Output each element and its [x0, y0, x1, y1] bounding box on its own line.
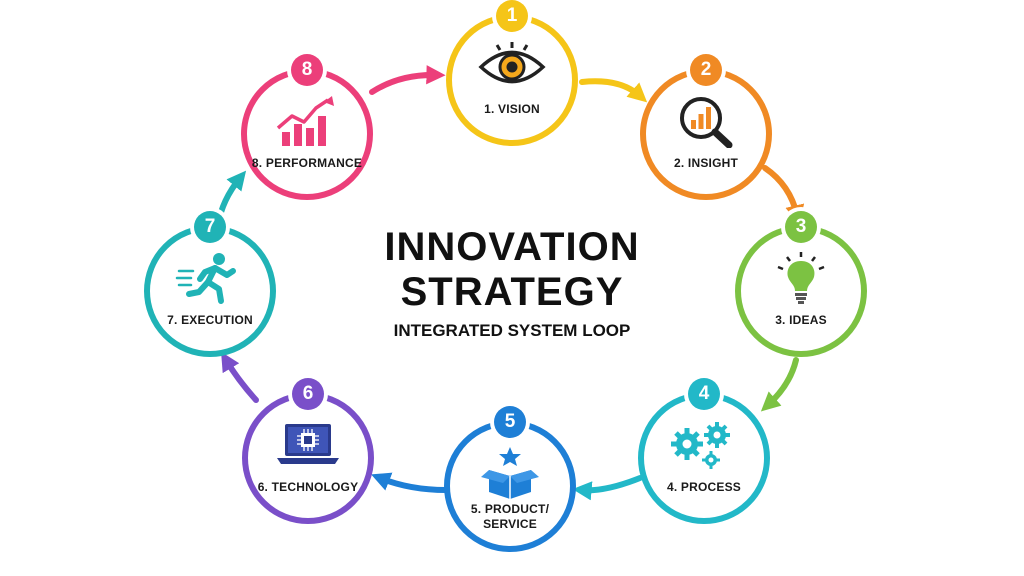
step-node-ideas: 3 3. IDEAS: [735, 211, 867, 357]
connector-arrow: [760, 357, 799, 412]
step-label: 3. IDEAS: [775, 313, 827, 327]
step-node-product-service: 5 5. PRODUCT/ SERVICE: [444, 406, 576, 552]
laptop-chip-icon: [273, 418, 343, 472]
growth-chart-icon: [272, 94, 342, 148]
step-label: 5. PRODUCT/ SERVICE: [470, 502, 550, 531]
runner-icon: [175, 251, 245, 305]
step-label: 2. INSIGHT: [673, 156, 738, 170]
step-badge: 4: [688, 378, 720, 410]
step-badge: 1: [496, 0, 528, 32]
box-star-icon: [475, 446, 545, 500]
step-label: 4. PROCESS: [666, 480, 742, 494]
eye-icon: [477, 40, 547, 94]
step-node-vision: 1 1. VISION: [446, 0, 578, 146]
diagram-title-line2: STRATEGY: [400, 270, 624, 314]
connector-arrow: [572, 475, 643, 501]
connector-arrow: [371, 472, 449, 493]
diagram-subtitle: INTEGRATED SYSTEM LOOP: [393, 321, 631, 340]
step-node-performance: 8 8. PERFORMANCE: [241, 54, 373, 200]
diagram-title-line1: INNOVATION: [384, 225, 640, 269]
connector-arrow: [221, 351, 259, 403]
connector-arrow: [369, 65, 446, 95]
connector-arrow: [579, 78, 648, 103]
step-node-technology: 6 6. TECHNOLOGY: [242, 378, 374, 524]
lightbulb-icon: [766, 251, 836, 305]
step-label: 1. VISION: [484, 102, 540, 116]
step-badge: 3: [785, 211, 817, 243]
gears-icon: [669, 418, 739, 472]
step-badge: 2: [690, 54, 722, 86]
step-badge: 5: [494, 406, 526, 438]
step-node-process: 4: [638, 378, 770, 524]
step-node-insight: 2 2. INSIGHT: [640, 54, 772, 200]
step-node-execution: 7 7. EXECUTION: [144, 211, 276, 357]
connector-arrow: [762, 165, 805, 225]
step-badge: 6: [292, 378, 324, 410]
step-label: 8. PERFORMANCE: [251, 156, 363, 170]
step-badge: 7: [194, 211, 226, 243]
magnifier-chart-icon: [671, 94, 741, 148]
step-label: 6. TECHNOLOGY: [257, 480, 359, 494]
step-label: 7. EXECUTION: [167, 313, 253, 327]
step-badge: 8: [291, 54, 323, 86]
